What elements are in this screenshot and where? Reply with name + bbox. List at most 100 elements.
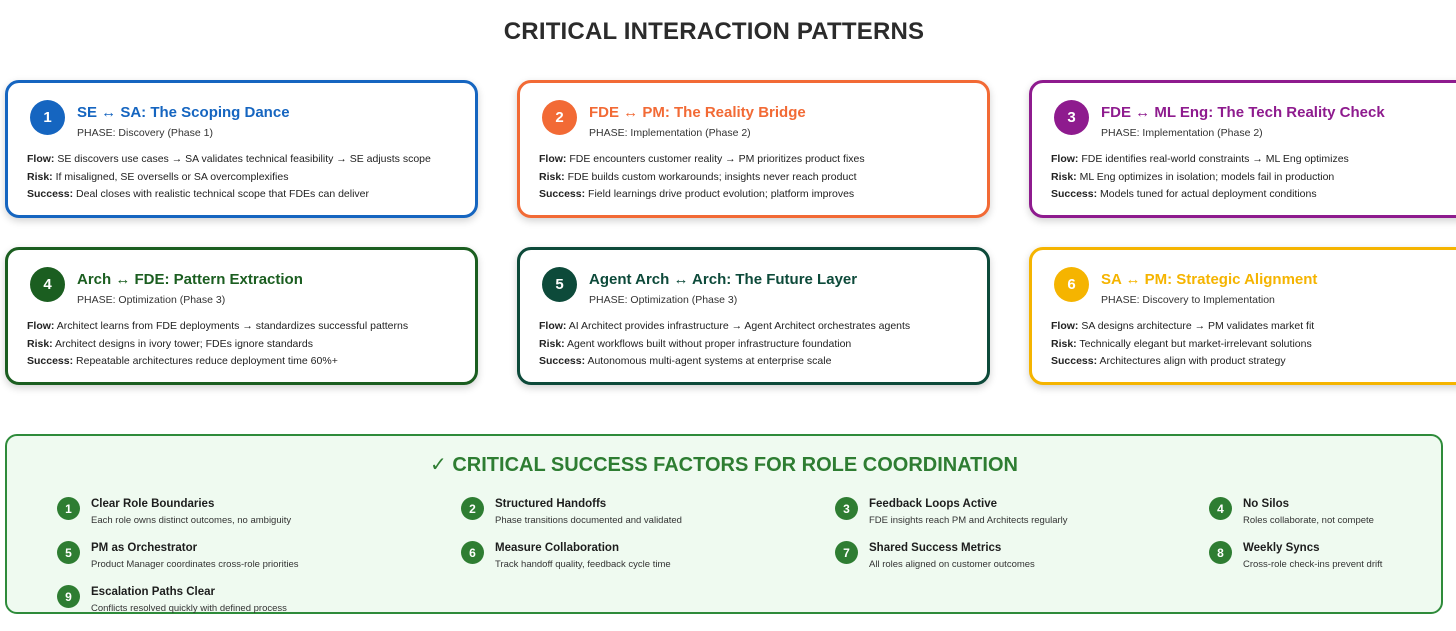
factor-number-badge: 6 bbox=[461, 541, 484, 564]
pattern-success-line: Success: Repeatable architectures reduce… bbox=[27, 353, 467, 371]
pattern-flow-line: Flow: SE discovers use cases → SA valida… bbox=[27, 151, 467, 169]
factor-name: Structured Handoffs bbox=[495, 498, 607, 510]
pattern-number-badge: 1 bbox=[30, 100, 65, 135]
pattern-risk-label: Risk: bbox=[539, 337, 565, 350]
pattern-risk-text: If misaligned, SE oversells or SA overco… bbox=[55, 170, 289, 183]
pattern-risk-line: Risk: Architect designs in ivory tower; … bbox=[27, 336, 467, 354]
pattern-flow-line: Flow: Architect learns from FDE deployme… bbox=[27, 318, 467, 336]
factor-name: No Silos bbox=[1243, 498, 1290, 510]
pattern-flow-label: Flow: bbox=[1051, 320, 1079, 332]
pattern-success-text: Architectures align with product strateg… bbox=[1099, 355, 1286, 367]
pattern-flow-label: Flow: bbox=[27, 153, 55, 165]
factor-description: All roles aligned on customer outcomes bbox=[869, 559, 1035, 570]
pattern-success-line: Success: Autonomous multi-agent systems … bbox=[539, 353, 979, 371]
pattern-flow-label: Flow: bbox=[539, 320, 567, 332]
pattern-success-label: Success: bbox=[1051, 188, 1098, 200]
factor-description: Track handoff quality, feedback cycle ti… bbox=[495, 559, 671, 570]
pattern-flow-text: FDE encounters customer reality → PM pri… bbox=[569, 153, 865, 165]
pattern-flow-line: Flow: FDE identifies real-world constrai… bbox=[1051, 151, 1456, 169]
pattern-risk-label: Risk: bbox=[1051, 170, 1077, 183]
factor-name: Measure Collaboration bbox=[495, 542, 619, 554]
pattern-details: Flow: FDE identifies real-world constrai… bbox=[1051, 151, 1456, 204]
pattern-phase: PHASE: Discovery to Implementation bbox=[1101, 294, 1275, 306]
pattern-risk-label: Risk: bbox=[539, 170, 565, 183]
pattern-success-line: Success: Architectures align with produc… bbox=[1051, 353, 1456, 371]
factor-number-badge: 3 bbox=[835, 497, 858, 520]
pattern-title: Agent Arch ↔ Arch: The Future Layer bbox=[589, 271, 858, 288]
factor-description: Roles collaborate, not compete bbox=[1243, 515, 1374, 526]
pattern-risk-line: Risk: If misaligned, SE oversells or SA … bbox=[27, 169, 467, 187]
pattern-success-label: Success: bbox=[539, 355, 586, 367]
factor-name: Weekly Syncs bbox=[1243, 542, 1320, 554]
factor-number-badge: 7 bbox=[835, 541, 858, 564]
pattern-details: Flow: AI Architect provides infrastructu… bbox=[539, 318, 979, 371]
pattern-flow-line: Flow: FDE encounters customer reality → … bbox=[539, 151, 979, 169]
pattern-risk-label: Risk: bbox=[1051, 337, 1077, 350]
factor-number-badge: 2 bbox=[461, 497, 484, 520]
factor-number-badge: 1 bbox=[57, 497, 80, 520]
pattern-flow-label: Flow: bbox=[1051, 153, 1079, 165]
factor-name: PM as Orchestrator bbox=[91, 542, 198, 554]
pattern-flow-label: Flow: bbox=[539, 153, 567, 165]
pattern-risk-text: FDE builds custom workarounds; insights … bbox=[567, 170, 857, 183]
pattern-risk-text: Architect designs in ivory tower; FDEs i… bbox=[55, 337, 313, 350]
pattern-success-label: Success: bbox=[27, 355, 74, 367]
pattern-risk-text: Agent workflows built without proper inf… bbox=[567, 337, 852, 350]
pattern-risk-text: ML Eng optimizes in isolation; models fa… bbox=[1079, 170, 1335, 183]
pattern-flow-text: AI Architect provides infrastructure → A… bbox=[568, 320, 911, 332]
pattern-flow-text: SE discovers use cases → SA validates te… bbox=[57, 153, 431, 165]
pattern-risk-label: Risk: bbox=[27, 170, 53, 183]
pattern-success-line: Success: Field learnings drive product e… bbox=[539, 186, 979, 204]
pattern-flow-text: Architect learns from FDE deployments → … bbox=[56, 320, 409, 332]
pattern-title: FDE ↔ PM: The Reality Bridge bbox=[589, 104, 806, 121]
pattern-success-line: Success: Models tuned for actual deploym… bbox=[1051, 186, 1456, 204]
pattern-success-text: Autonomous multi-agent systems at enterp… bbox=[587, 355, 832, 367]
pattern-details: Flow: Architect learns from FDE deployme… bbox=[27, 318, 467, 371]
pattern-risk-text: Technically elegant but market-irrelevan… bbox=[1079, 337, 1312, 350]
pattern-phase: PHASE: Optimization (Phase 3) bbox=[77, 294, 226, 306]
pattern-flow-label: Flow: bbox=[27, 320, 55, 332]
pattern-success-label: Success: bbox=[539, 188, 586, 200]
success-factors-title: ✓ CRITICAL SUCCESS FACTORS FOR ROLE COOR… bbox=[430, 454, 1018, 476]
pattern-number-badge: 6 bbox=[1054, 267, 1089, 302]
factor-description: Conflicts resolved quickly with defined … bbox=[91, 603, 287, 614]
factor-name: Shared Success Metrics bbox=[869, 542, 1002, 554]
pattern-title: SE ↔ SA: The Scoping Dance bbox=[77, 104, 290, 121]
factor-number-badge: 5 bbox=[57, 541, 80, 564]
pattern-title: FDE ↔ ML Eng: The Tech Reality Check bbox=[1101, 104, 1385, 121]
pattern-number-badge: 3 bbox=[1054, 100, 1089, 135]
pattern-phase: PHASE: Optimization (Phase 3) bbox=[589, 294, 738, 306]
pattern-number-badge: 5 bbox=[542, 267, 577, 302]
factor-description: FDE insights reach PM and Architects reg… bbox=[869, 515, 1068, 526]
pattern-success-label: Success: bbox=[27, 188, 74, 200]
pattern-flow-text: FDE identifies real-world constraints → … bbox=[1081, 153, 1349, 165]
pattern-risk-line: Risk: FDE builds custom workarounds; ins… bbox=[539, 169, 979, 187]
factor-number-badge: 4 bbox=[1209, 497, 1232, 520]
pattern-success-label: Success: bbox=[1051, 355, 1098, 367]
pattern-risk-label: Risk: bbox=[27, 337, 53, 350]
pattern-flow-line: Flow: AI Architect provides infrastructu… bbox=[539, 318, 979, 336]
pattern-details: Flow: SA designs architecture → PM valid… bbox=[1051, 318, 1456, 371]
factor-number-badge: 9 bbox=[57, 585, 80, 608]
pattern-details: Flow: FDE encounters customer reality → … bbox=[539, 151, 979, 204]
pattern-flow-text: SA designs architecture → PM validates m… bbox=[1081, 320, 1315, 332]
pattern-title: SA ↔ PM: Strategic Alignment bbox=[1101, 271, 1318, 288]
factor-description: Each role owns distinct outcomes, no amb… bbox=[91, 515, 292, 526]
pattern-phase: PHASE: Implementation (Phase 2) bbox=[1101, 127, 1263, 139]
factor-number-badge: 8 bbox=[1209, 541, 1232, 564]
factor-description: Phase transitions documented and validat… bbox=[495, 515, 682, 526]
pattern-success-text: Deal closes with realistic technical sco… bbox=[76, 188, 370, 200]
pattern-phase: PHASE: Implementation (Phase 2) bbox=[589, 127, 751, 139]
pattern-success-text: Models tuned for actual deployment condi… bbox=[1100, 188, 1317, 200]
success-factors-panel: ✓ CRITICAL SUCCESS FACTORS FOR ROLE COOR… bbox=[5, 434, 1443, 614]
factor-description: Cross-role check-ins prevent drift bbox=[1243, 559, 1383, 570]
pattern-success-line: Success: Deal closes with realistic tech… bbox=[27, 186, 467, 204]
pattern-number-badge: 4 bbox=[30, 267, 65, 302]
pattern-details: Flow: SE discovers use cases → SA valida… bbox=[27, 151, 467, 204]
